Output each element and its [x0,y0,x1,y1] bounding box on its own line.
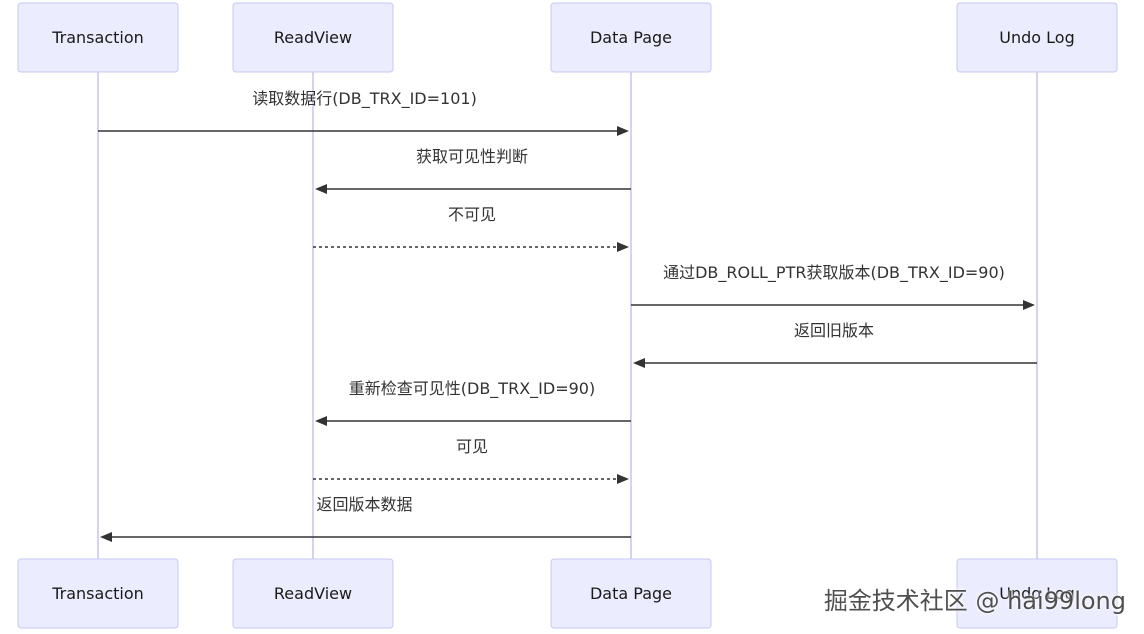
message-label: 通过DB_ROLL_PTR获取版本(DB_TRX_ID=90) [663,263,1005,283]
participant-box [17,2,179,73]
message-6: 重新检查可见性(DB_TRX_ID=90) [315,379,631,426]
participant-undolog-bottom: Undo Log [956,558,1118,629]
participant-transaction-bottom: Transaction [17,558,179,629]
participant-label: Transaction [51,584,144,603]
arrowhead-icon [315,184,327,194]
arrowhead-icon [100,532,112,542]
participant-label: Data Page [590,584,672,603]
participant-datapage-bottom: Data Page [550,558,712,629]
participant-box [17,558,179,629]
message-label: 返回旧版本 [794,321,874,340]
arrowhead-icon [633,358,645,368]
participant-transaction-top: Transaction [17,2,179,73]
participant-box [550,558,712,629]
participant-label: Data Page [590,28,672,47]
message-label: 可见 [456,437,488,456]
message-label: 获取可见性判断 [416,147,528,166]
participant-box [232,558,394,629]
message-2: 获取可见性判断 [315,147,631,194]
arrowhead-icon [617,126,629,136]
participant-label: ReadView [274,28,352,47]
message-label: 读取数据行(DB_TRX_ID=101) [252,89,477,109]
participant-label: ReadView [274,584,352,603]
participant-undolog-top: Undo Log [956,2,1118,73]
message-5: 返回旧版本 [633,321,1037,368]
arrowhead-icon [617,474,629,484]
message-3: 不可见 [313,205,629,252]
participants: TransactionTransactionReadViewReadViewDa… [17,2,1118,629]
participant-box [550,2,712,73]
participant-readview-top: ReadView [232,2,394,73]
message-8: 返回版本数据 [100,495,631,542]
message-4: 通过DB_ROLL_PTR获取版本(DB_TRX_ID=90) [631,263,1035,310]
lifelines [97,72,1038,559]
participant-readview-bottom: ReadView [232,558,394,629]
messages: 读取数据行(DB_TRX_ID=101) 获取可见性判断不可见通过DB_ROLL_… [98,89,1037,542]
participant-label: Transaction [51,28,144,47]
arrowhead-icon [1023,300,1035,310]
message-label: 重新检查可见性(DB_TRX_ID=90) [349,379,595,399]
watermark: 掘金技术社区 @ hai99long [823,587,1126,615]
message-label: 不可见 [448,205,496,224]
participant-box [956,2,1118,73]
message-1: 读取数据行(DB_TRX_ID=101) [98,89,629,136]
participant-box [956,558,1118,629]
message-7: 可见 [313,437,629,484]
participant-label: Undo Log [999,28,1074,47]
arrowhead-icon [315,416,327,426]
participant-box [232,2,394,73]
arrowhead-icon [617,242,629,252]
message-label: 返回版本数据 [316,495,412,514]
participant-label: Undo Log [999,584,1074,603]
participant-datapage-top: Data Page [550,2,712,73]
